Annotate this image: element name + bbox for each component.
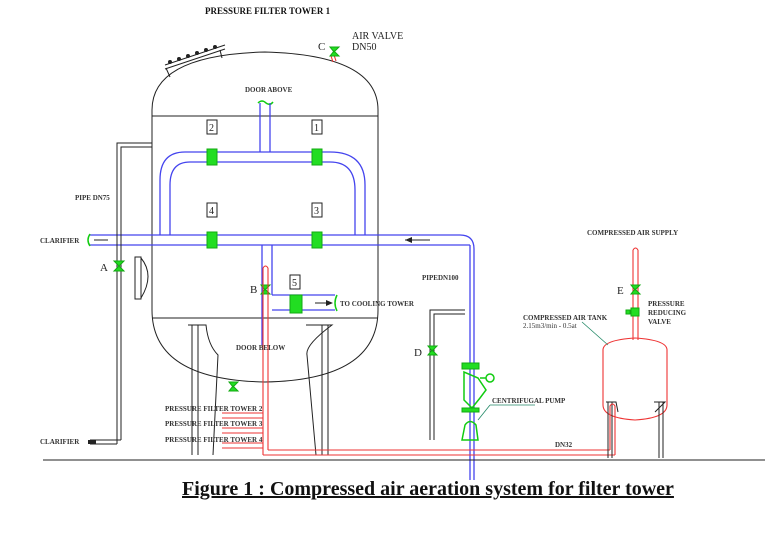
air-pipes-to-towers [222, 412, 615, 456]
pipe-dn75 [90, 142, 152, 445]
diagram-title: PRESSURE FILTER TOWER 1 [205, 6, 331, 16]
valve-number-4: 4 [209, 206, 214, 217]
internal-water-pipes [90, 103, 475, 480]
clarifier-bottom-label: CLARIFIER [40, 438, 80, 446]
valve-number-3: 3 [314, 206, 319, 217]
door-below-label: DOOR BELOW [236, 344, 285, 352]
pressure-reducing-valve[interactable] [625, 307, 640, 317]
tower4-label: PRESSURE FILTER TOWER 4 [165, 436, 263, 444]
valve-number-1: 1 [314, 123, 319, 134]
valve-label-a: A [100, 262, 108, 274]
valve-3[interactable] [311, 231, 323, 249]
valve-d[interactable] [426, 345, 439, 356]
valve-number-2: 2 [209, 123, 214, 134]
top-manifold [164, 44, 226, 78]
air-valve-label-1: AIR VALVE [352, 31, 403, 42]
compressed-air-tank[interactable] [602, 337, 668, 421]
valve-1[interactable] [311, 148, 323, 166]
clarifier-inlet-icon [87, 233, 91, 247]
air-supply-pipe [632, 247, 639, 340]
valve-label-c: C [318, 41, 325, 53]
prv-label-3: VALVE [648, 318, 671, 326]
prv-label-1: PRESSURE [648, 300, 685, 308]
valve-label-b: B [250, 284, 257, 296]
clarifier-top-label: CLARIFIER [40, 237, 80, 245]
valve-number-5: 5 [292, 278, 297, 289]
tank-legs [606, 401, 667, 458]
drain-pipe-d [429, 309, 465, 440]
valve-5[interactable] [289, 294, 303, 314]
valve-4[interactable] [206, 231, 218, 249]
valve-a[interactable] [112, 260, 126, 272]
prv-label-2: REDUCING [648, 309, 687, 317]
centrifugal-pump[interactable] [461, 362, 495, 441]
air-valve-c[interactable] [328, 46, 341, 63]
air-valve-label-2: DN50 [352, 42, 376, 53]
valve-label-e: E [617, 285, 624, 297]
pipe-dn75-label: PIPE DN75 [75, 194, 110, 202]
drain-valve[interactable] [227, 381, 240, 392]
tower3-label: PRESSURE FILTER TOWER 3 [165, 420, 263, 428]
internal-air-pipe [262, 265, 269, 455]
tower-legs [188, 324, 334, 456]
valve-2[interactable] [206, 148, 218, 166]
valve-label-d: D [414, 347, 422, 359]
cooling-tower-outlet-icon [334, 294, 338, 312]
tower2-label: PRESSURE FILTER TOWER 2 [165, 405, 263, 413]
figure-caption: Figure 1 : Compressed air aeration syste… [182, 478, 674, 500]
dn32-label: DN32 [555, 441, 573, 449]
compressed-air-supply-label: COMPRESSED AIR SUPPLY [587, 229, 678, 237]
door-above-icon [257, 100, 274, 106]
pipe-dn100-label: PIPEDN100 [422, 274, 459, 282]
air-tank-label-1: COMPRESSED AIR TANK [523, 314, 608, 322]
valve-e[interactable] [629, 284, 642, 295]
to-cooling-tower-label: TO COOLING TOWER [340, 300, 415, 308]
filter-tower-vessel [151, 51, 379, 383]
air-tank-label-2: 2.15m3/min - 0.5at [523, 322, 577, 330]
side-manhole [134, 256, 149, 300]
door-above-label: DOOR ABOVE [245, 86, 293, 94]
centrifugal-pump-label: CENTRIFUGAL PUMP [492, 397, 566, 405]
